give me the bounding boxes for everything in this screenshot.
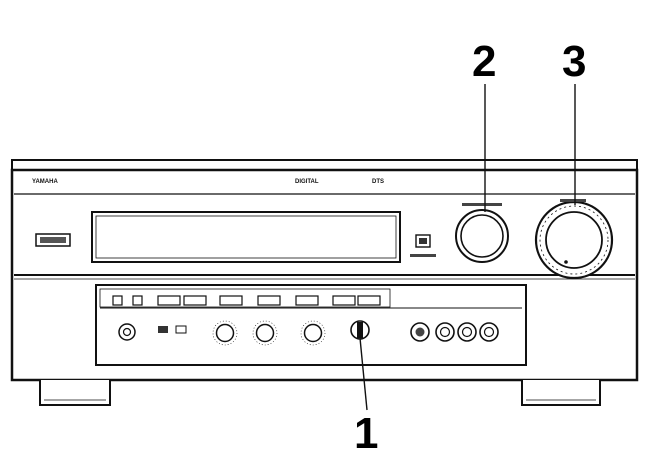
audio-r-jack-socket <box>483 326 495 338</box>
video-jack-socket <box>439 326 451 338</box>
chassis-top-edge <box>11 159 638 171</box>
program-button[interactable] <box>332 295 356 306</box>
preset-button-label <box>410 254 436 257</box>
callout-2: 2 <box>472 37 497 86</box>
digital-logo: DIGITAL <box>295 179 319 185</box>
input-selector-label <box>462 203 502 206</box>
program-button[interactable] <box>112 295 123 306</box>
display-window-inner <box>95 215 397 259</box>
callout-1-leader <box>359 337 368 411</box>
right-foot <box>521 380 601 406</box>
mode-switch[interactable] <box>158 326 168 333</box>
standby-button-label <box>40 237 66 243</box>
program-button-strip <box>99 288 391 308</box>
mode-switch[interactable] <box>175 325 187 334</box>
bass-knob[interactable] <box>215 323 235 343</box>
balance-knob[interactable] <box>303 323 323 343</box>
program-button[interactable] <box>157 295 181 306</box>
program-button[interactable] <box>295 295 319 306</box>
phones-jack-socket <box>122 327 132 337</box>
left-foot <box>39 380 111 406</box>
input-selector-knob[interactable] <box>460 214 504 258</box>
display-window <box>91 211 401 263</box>
callout-1: 1 <box>354 409 379 458</box>
program-button[interactable] <box>257 295 281 306</box>
program-button[interactable] <box>219 295 243 306</box>
dts-logo: DTS <box>372 179 384 185</box>
treble-scale <box>252 320 278 346</box>
brand-label: YAMAHA <box>32 179 58 185</box>
volume-scale <box>539 205 609 275</box>
volume-knob[interactable] <box>545 211 603 269</box>
bass-scale <box>212 320 238 346</box>
input-mode-selector-handle <box>357 322 363 338</box>
treble-knob[interactable] <box>255 323 275 343</box>
balance-scale <box>300 320 326 346</box>
program-button[interactable] <box>183 295 207 306</box>
program-button[interactable] <box>357 295 381 306</box>
s-video-jack-socket <box>415 327 425 337</box>
volume-knob-indicator <box>564 260 568 264</box>
program-button[interactable] <box>132 295 143 306</box>
preset-button-indicator <box>419 238 427 244</box>
volume-label <box>560 199 586 202</box>
program-buttons <box>112 295 381 306</box>
callout-3: 3 <box>562 37 587 86</box>
audio-l-jack-socket <box>461 326 473 338</box>
